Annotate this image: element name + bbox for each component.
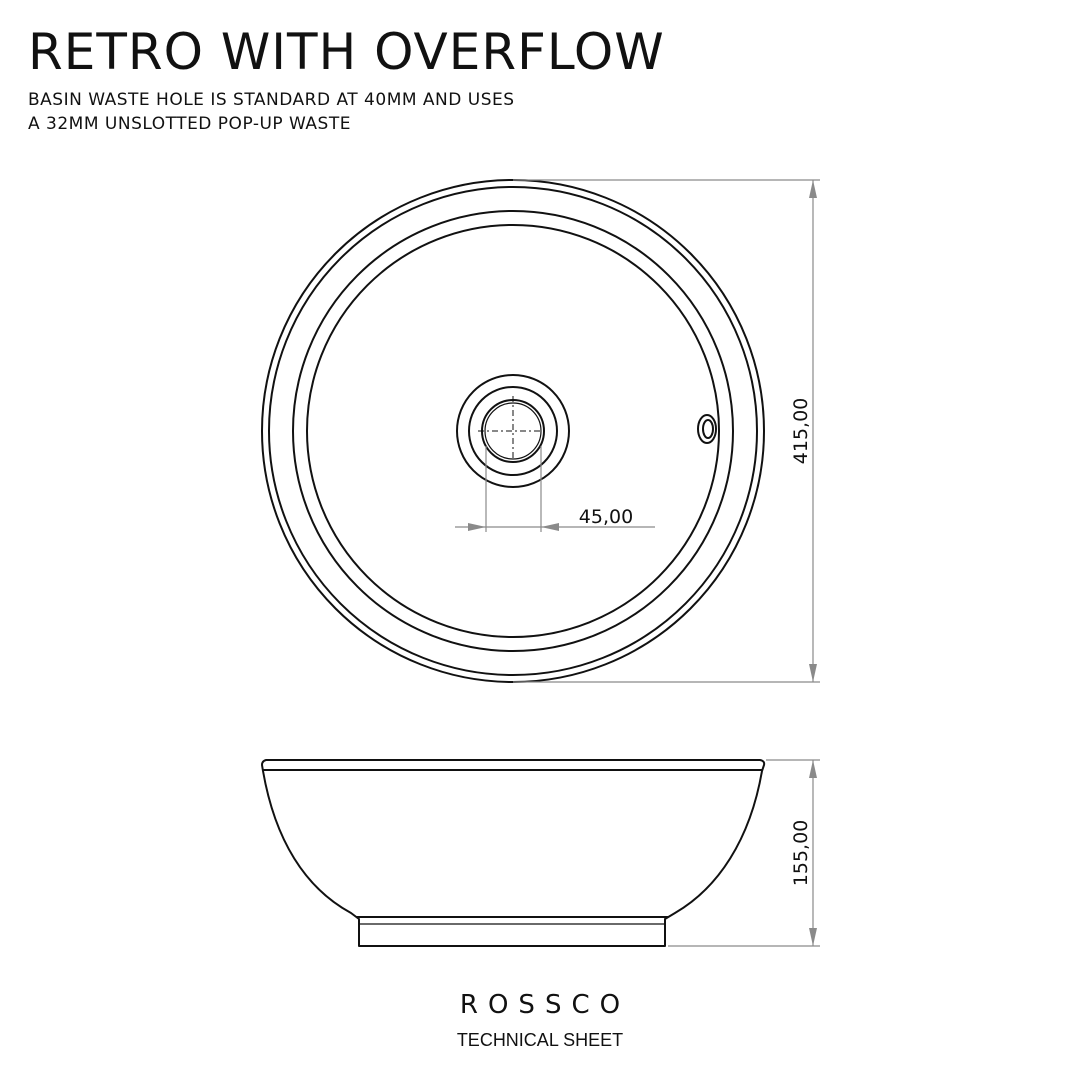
basin-side-view: [261, 759, 766, 947]
waste-middle-ring: [468, 386, 558, 476]
basin-rim-edge: [268, 186, 758, 676]
arrow-diameter-bottom: [809, 664, 817, 682]
overflow-hole: [697, 414, 717, 444]
arrow-diameter-top: [809, 180, 817, 198]
arrow-waste-right: [541, 523, 559, 531]
arrow-height-bottom: [809, 928, 817, 946]
dimension-arrows-top: [468, 180, 817, 682]
diameter-value: 415,00: [790, 398, 812, 464]
waste-hole-value: 45,00: [579, 506, 633, 528]
basin-bowl-edge: [306, 224, 720, 638]
basin-outer-rim: [261, 179, 765, 683]
dimension-lines-top: [455, 179, 820, 683]
arrow-waste-left: [468, 523, 486, 531]
page-title: RETRO WITH OVERFLOW: [28, 23, 665, 81]
subtitle-line-2: A 32MM UNSLOTTED POP-UP WASTE: [28, 114, 351, 134]
subtitle-line-1: BASIN WASTE HOLE IS STANDARD AT 40MM AND…: [28, 90, 515, 110]
basin-inner-rim: [292, 210, 734, 652]
sheet-label: TECHNICAL SHEET: [456, 1030, 624, 1050]
dimension-lines-side: [668, 759, 820, 947]
waste-inner-edge: [484, 402, 542, 460]
basin-top-view: [261, 179, 765, 683]
waste-outer-ring: [456, 374, 570, 488]
dimension-arrows-side: [809, 760, 817, 946]
brand-name: ROSSCO: [459, 990, 631, 1020]
arrow-height-top: [809, 760, 817, 778]
height-value: 155,00: [790, 820, 812, 886]
basin-side-outline: [261, 759, 766, 947]
page-subtitle: BASIN WASTE HOLE IS STANDARD AT 40MM AND…: [28, 88, 515, 136]
